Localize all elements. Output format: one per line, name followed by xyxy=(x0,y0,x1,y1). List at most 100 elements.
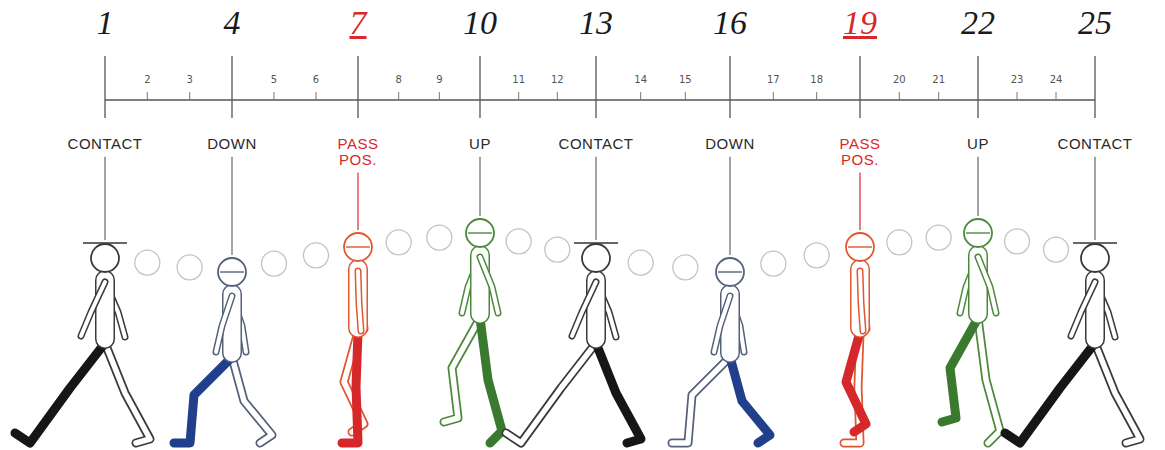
walk-figure xyxy=(942,219,1000,443)
leg xyxy=(672,357,730,443)
head-height-mark xyxy=(1073,242,1117,244)
leg xyxy=(232,357,272,443)
in-between-number: 9 xyxy=(436,75,442,85)
key-frame-number: 4 xyxy=(224,6,241,40)
key-frame-number: 16 xyxy=(713,6,747,40)
in-between-tick xyxy=(316,92,317,100)
in-between-tick xyxy=(439,92,440,100)
head xyxy=(716,258,744,286)
key-frame-number: 19 xyxy=(843,6,877,40)
leg-inner xyxy=(105,343,150,443)
walk-figure xyxy=(15,243,150,443)
pose-name: CONTACT xyxy=(1058,136,1133,152)
key-leg xyxy=(342,332,358,443)
in-between-tick xyxy=(518,92,519,100)
in-between-head xyxy=(1005,229,1030,254)
in-between-tick xyxy=(1056,92,1057,100)
in-between-tick xyxy=(557,92,558,100)
in-between-number: 17 xyxy=(767,75,780,85)
in-between-number: 2 xyxy=(144,75,150,85)
arm-inner xyxy=(978,257,996,313)
timeline xyxy=(105,56,1095,118)
walk-figure xyxy=(844,233,874,443)
in-between-number: 18 xyxy=(810,75,823,85)
in-between-head xyxy=(427,225,452,250)
pose-name: DOWN xyxy=(705,136,755,152)
arm xyxy=(978,257,996,313)
key-frame-tick xyxy=(231,56,232,118)
leg xyxy=(978,318,1000,443)
leg-inner xyxy=(444,318,480,422)
in-between-number: 21 xyxy=(932,75,945,85)
walk-figure xyxy=(506,243,641,443)
key-leg xyxy=(480,318,502,443)
leader-line xyxy=(729,157,730,255)
arm xyxy=(1071,282,1095,336)
in-between-tick xyxy=(938,92,939,100)
in-between-number: 5 xyxy=(271,75,277,85)
timeline-axis xyxy=(105,99,1095,101)
in-between-head xyxy=(761,251,786,276)
key-leg xyxy=(15,343,105,443)
arm-inner xyxy=(81,282,105,336)
leader-line xyxy=(104,157,105,240)
head xyxy=(91,244,119,272)
head-height-mark xyxy=(468,232,492,233)
key-leg xyxy=(1005,343,1095,443)
leg-inner xyxy=(232,357,272,443)
key-frame-tick xyxy=(595,56,596,118)
leg-inner xyxy=(506,343,596,443)
pose-name: UP xyxy=(967,136,989,152)
in-between-head xyxy=(887,230,912,255)
in-between-tick xyxy=(899,92,900,100)
key-frame-number: 13 xyxy=(579,6,613,40)
pose-name: CONTACT xyxy=(68,136,143,152)
arm xyxy=(358,271,361,331)
head-height-mark xyxy=(83,242,127,244)
leader-line xyxy=(357,173,358,231)
key-leg xyxy=(730,357,770,443)
head xyxy=(466,219,494,247)
arm-inner xyxy=(714,296,730,352)
leg xyxy=(1095,343,1140,443)
in-between-head xyxy=(1044,237,1069,262)
in-between-head xyxy=(304,243,329,268)
in-between-number: 6 xyxy=(313,75,319,85)
in-between-tick xyxy=(640,92,641,100)
in-between-head xyxy=(135,250,160,275)
in-between-head xyxy=(628,250,653,275)
leader-line xyxy=(977,157,978,216)
walk-figure xyxy=(444,219,502,443)
in-between-head xyxy=(506,229,531,254)
in-between-number: 8 xyxy=(395,75,401,85)
key-frame-number: 7 xyxy=(350,6,367,40)
in-between-number: 11 xyxy=(512,75,525,85)
leg-inner xyxy=(672,357,730,443)
head xyxy=(218,258,246,286)
key-leg xyxy=(596,343,641,443)
key-frame-tick xyxy=(729,56,730,118)
leg xyxy=(105,343,150,443)
head xyxy=(964,219,992,247)
in-between-tick xyxy=(773,92,774,100)
key-frame-number: 10 xyxy=(463,6,497,40)
key-frame-tick xyxy=(357,56,358,118)
in-between-number: 14 xyxy=(634,75,647,85)
in-between-number: 12 xyxy=(551,75,564,85)
in-between-tick xyxy=(189,92,190,100)
in-between-tick xyxy=(398,92,399,100)
in-between-number: 20 xyxy=(893,75,906,85)
leader-line xyxy=(595,157,596,240)
in-between-tick xyxy=(685,92,686,100)
key-frame-tick xyxy=(104,56,105,118)
arm xyxy=(572,282,596,336)
walk-figure xyxy=(342,233,372,443)
in-between-head xyxy=(262,251,287,276)
arm-inner xyxy=(358,271,361,331)
leg-inner xyxy=(978,318,1000,443)
pose-name: DOWN xyxy=(207,136,257,152)
key-leg xyxy=(846,332,866,432)
head xyxy=(846,233,874,261)
